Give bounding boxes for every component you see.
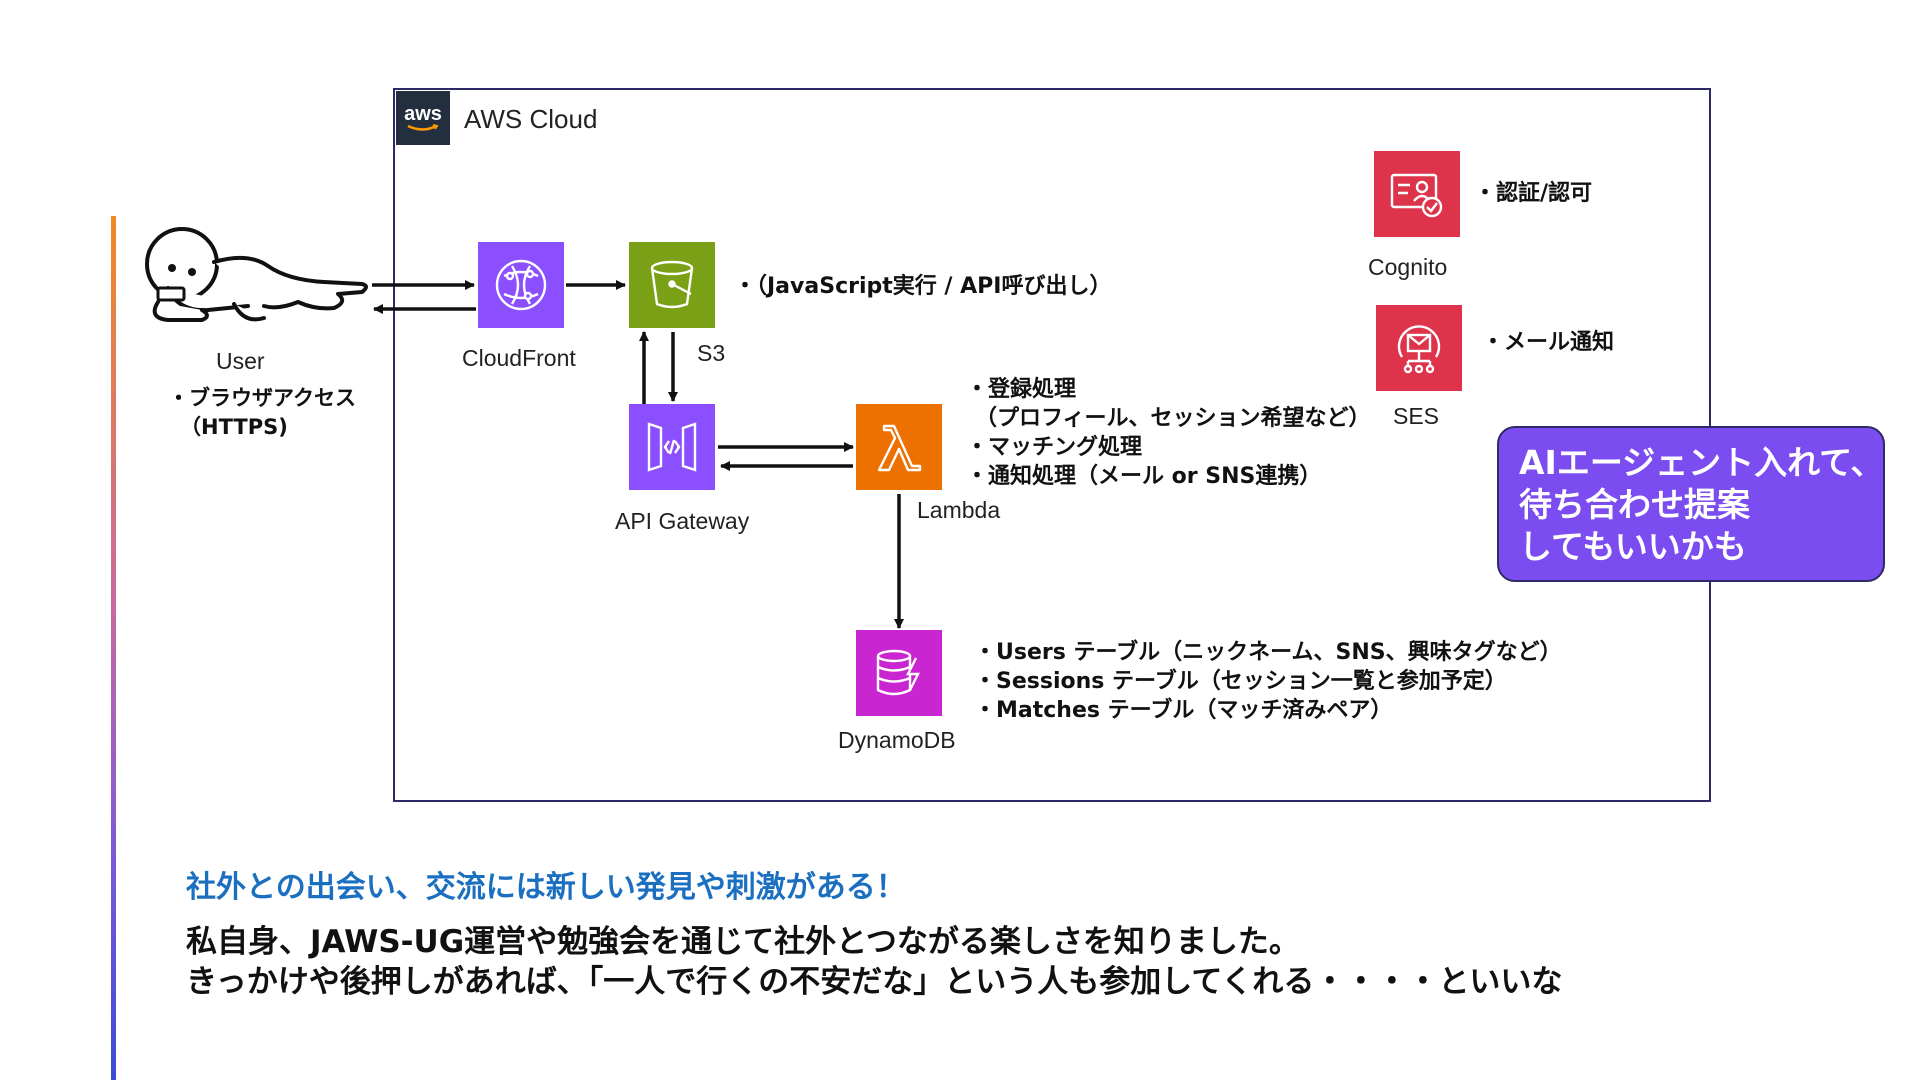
- cognito-label: Cognito: [1368, 254, 1448, 280]
- lambda-service[interactable]: [856, 404, 942, 490]
- lambda-label: Lambda: [917, 497, 1001, 523]
- dynamodb-label: DynamoDB: [838, 727, 956, 753]
- lambda-icon: [877, 424, 922, 472]
- accent-line: [111, 216, 116, 1080]
- aws-logo-text: aws: [404, 102, 442, 125]
- user-label: User: [216, 348, 265, 374]
- dynamodb-note-3: ・Matches テーブル（マッチ済みペア）: [974, 698, 1393, 723]
- api-gateway-service[interactable]: [629, 404, 715, 490]
- ai-agent-callout: AIエージェント入れて、 待ち合わせ提案 してもいいかも: [1497, 426, 1885, 582]
- dynamodb-note-2: ・Sessions テーブル（セッション一覧と参加予定）: [974, 669, 1507, 694]
- cognito-note: ・認証/認可: [1474, 181, 1593, 206]
- ses-label: SES: [1393, 403, 1440, 429]
- cloudfront-label: CloudFront: [462, 345, 576, 371]
- s3-label: S3: [697, 340, 726, 366]
- api-gateway-label: API Gateway: [615, 508, 750, 534]
- cloudfront-icon: [495, 259, 547, 311]
- cloud-title: AWS Cloud: [464, 104, 598, 134]
- dynamodb-icon: [876, 649, 920, 696]
- bucket-icon: [650, 260, 694, 309]
- callout-line-2: 待ち合わせ提案: [1519, 485, 1750, 524]
- user-note-2: （HTTPS): [180, 415, 288, 439]
- s3-note: ・（JavaScript実行 / API呼び出し）: [734, 274, 1112, 299]
- aws-logo: aws: [396, 91, 450, 145]
- lambda-note-1: ・登録処理: [966, 377, 1077, 402]
- cognito-service[interactable]: [1374, 151, 1460, 237]
- lambda-note-4: ・通知処理（メール or SNS連携）: [966, 464, 1322, 489]
- callout-line-1: AIエージェント入れて、: [1519, 443, 1884, 482]
- lambda-note-3: ・マッチング処理: [966, 435, 1143, 460]
- person-lying-icon: [145, 227, 368, 322]
- dynamodb-note-1: ・Users テーブル（ニックネーム、SNS、興味タグなど）: [974, 640, 1562, 665]
- s3-service[interactable]: [629, 242, 715, 328]
- lambda-note-2: （プロフィール、セッション希望など）: [975, 406, 1371, 431]
- dynamodb-service[interactable]: [856, 630, 942, 716]
- ses-icon: [1397, 325, 1441, 374]
- footer-body: 私自身、JAWS-UG運営や勉強会を通じて社外とつながる楽しさを知りました。 き…: [186, 922, 1562, 1002]
- api-gateway-icon: [647, 422, 697, 472]
- cloudfront-service[interactable]: [478, 242, 564, 328]
- ses-service[interactable]: [1376, 305, 1462, 391]
- callout-line-3: してもいいかも: [1519, 527, 1747, 566]
- cognito-icon: [1390, 173, 1443, 218]
- ses-note: ・メール通知: [1482, 330, 1615, 355]
- footer-headline: 社外との出会い、交流には新しい発見や刺激がある！: [186, 870, 906, 905]
- footer-line-1: 私自身、JAWS-UG運営や勉強会を通じて社外とつながる楽しさを知りました。: [186, 924, 1300, 960]
- user-note-1: ・ブラウザアクセス: [168, 386, 356, 410]
- footer-line-2: きっかけや後押しがあれば、「一人で行くの不安だな」という人も参加してくれる・・・…: [186, 964, 1563, 1000]
- aws-smile-icon: [407, 123, 439, 131]
